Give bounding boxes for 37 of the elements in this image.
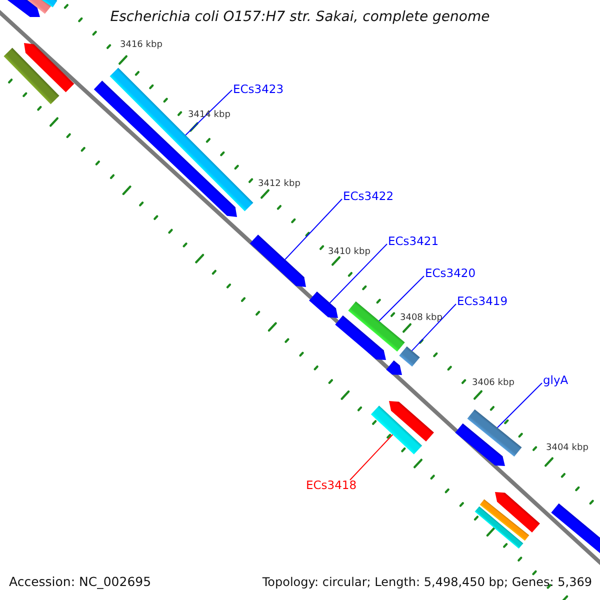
leader-line: [378, 276, 424, 322]
tick-label: 3416 kbp: [120, 41, 162, 50]
gene-feature-pointed: [495, 492, 540, 532]
gene-label: ECs3423: [233, 82, 284, 96]
leader-line: [411, 304, 456, 352]
leader-line: [284, 198, 342, 260]
gene-label: glyA: [543, 373, 568, 387]
gene-feature: [480, 499, 530, 541]
tick-label: 3406 kbp: [472, 379, 514, 388]
genome-info-text: Topology: circular; Length: 5,498,450 bp; Genes: 5,369: [262, 576, 592, 588]
gene-feature-pointed: [389, 401, 434, 442]
gene-feature-pointed: [455, 423, 505, 466]
accession-text: Accession: NC_002695: [9, 576, 152, 588]
leader-line: [185, 90, 232, 136]
gene-feature: [399, 346, 420, 367]
leader-line: [496, 382, 542, 428]
gene-feature-pointed: [335, 315, 386, 360]
gene-label: ECs3418: [306, 478, 357, 492]
gene-feature-pointed: [250, 234, 306, 287]
gene-feature-pointed: [309, 292, 338, 318]
gene-feature-pointed: [386, 360, 402, 375]
gene-feature: [467, 409, 522, 457]
gene-label: ECs3422: [343, 189, 394, 203]
gene-feature: [474, 506, 524, 549]
tick-label: 3410 kbp: [328, 248, 370, 257]
tick-label: 3408 kbp: [400, 314, 442, 323]
tick-label: 3404 kbp: [546, 444, 588, 453]
gene-feature-pointed: [24, 43, 74, 92]
gene-label: ECs3421: [388, 234, 439, 248]
gene-label: ECs3420: [425, 266, 476, 280]
leader-line: [329, 244, 388, 304]
gene-feature: [4, 48, 60, 104]
leader-line: [350, 434, 394, 480]
title: Escherichia coli O157:H7 str. Sakai, complete genome: [109, 10, 491, 24]
tick-label: 3412 kbp: [258, 180, 300, 189]
gene-feature: [370, 406, 422, 454]
gene-label: ECs3419: [457, 294, 508, 308]
